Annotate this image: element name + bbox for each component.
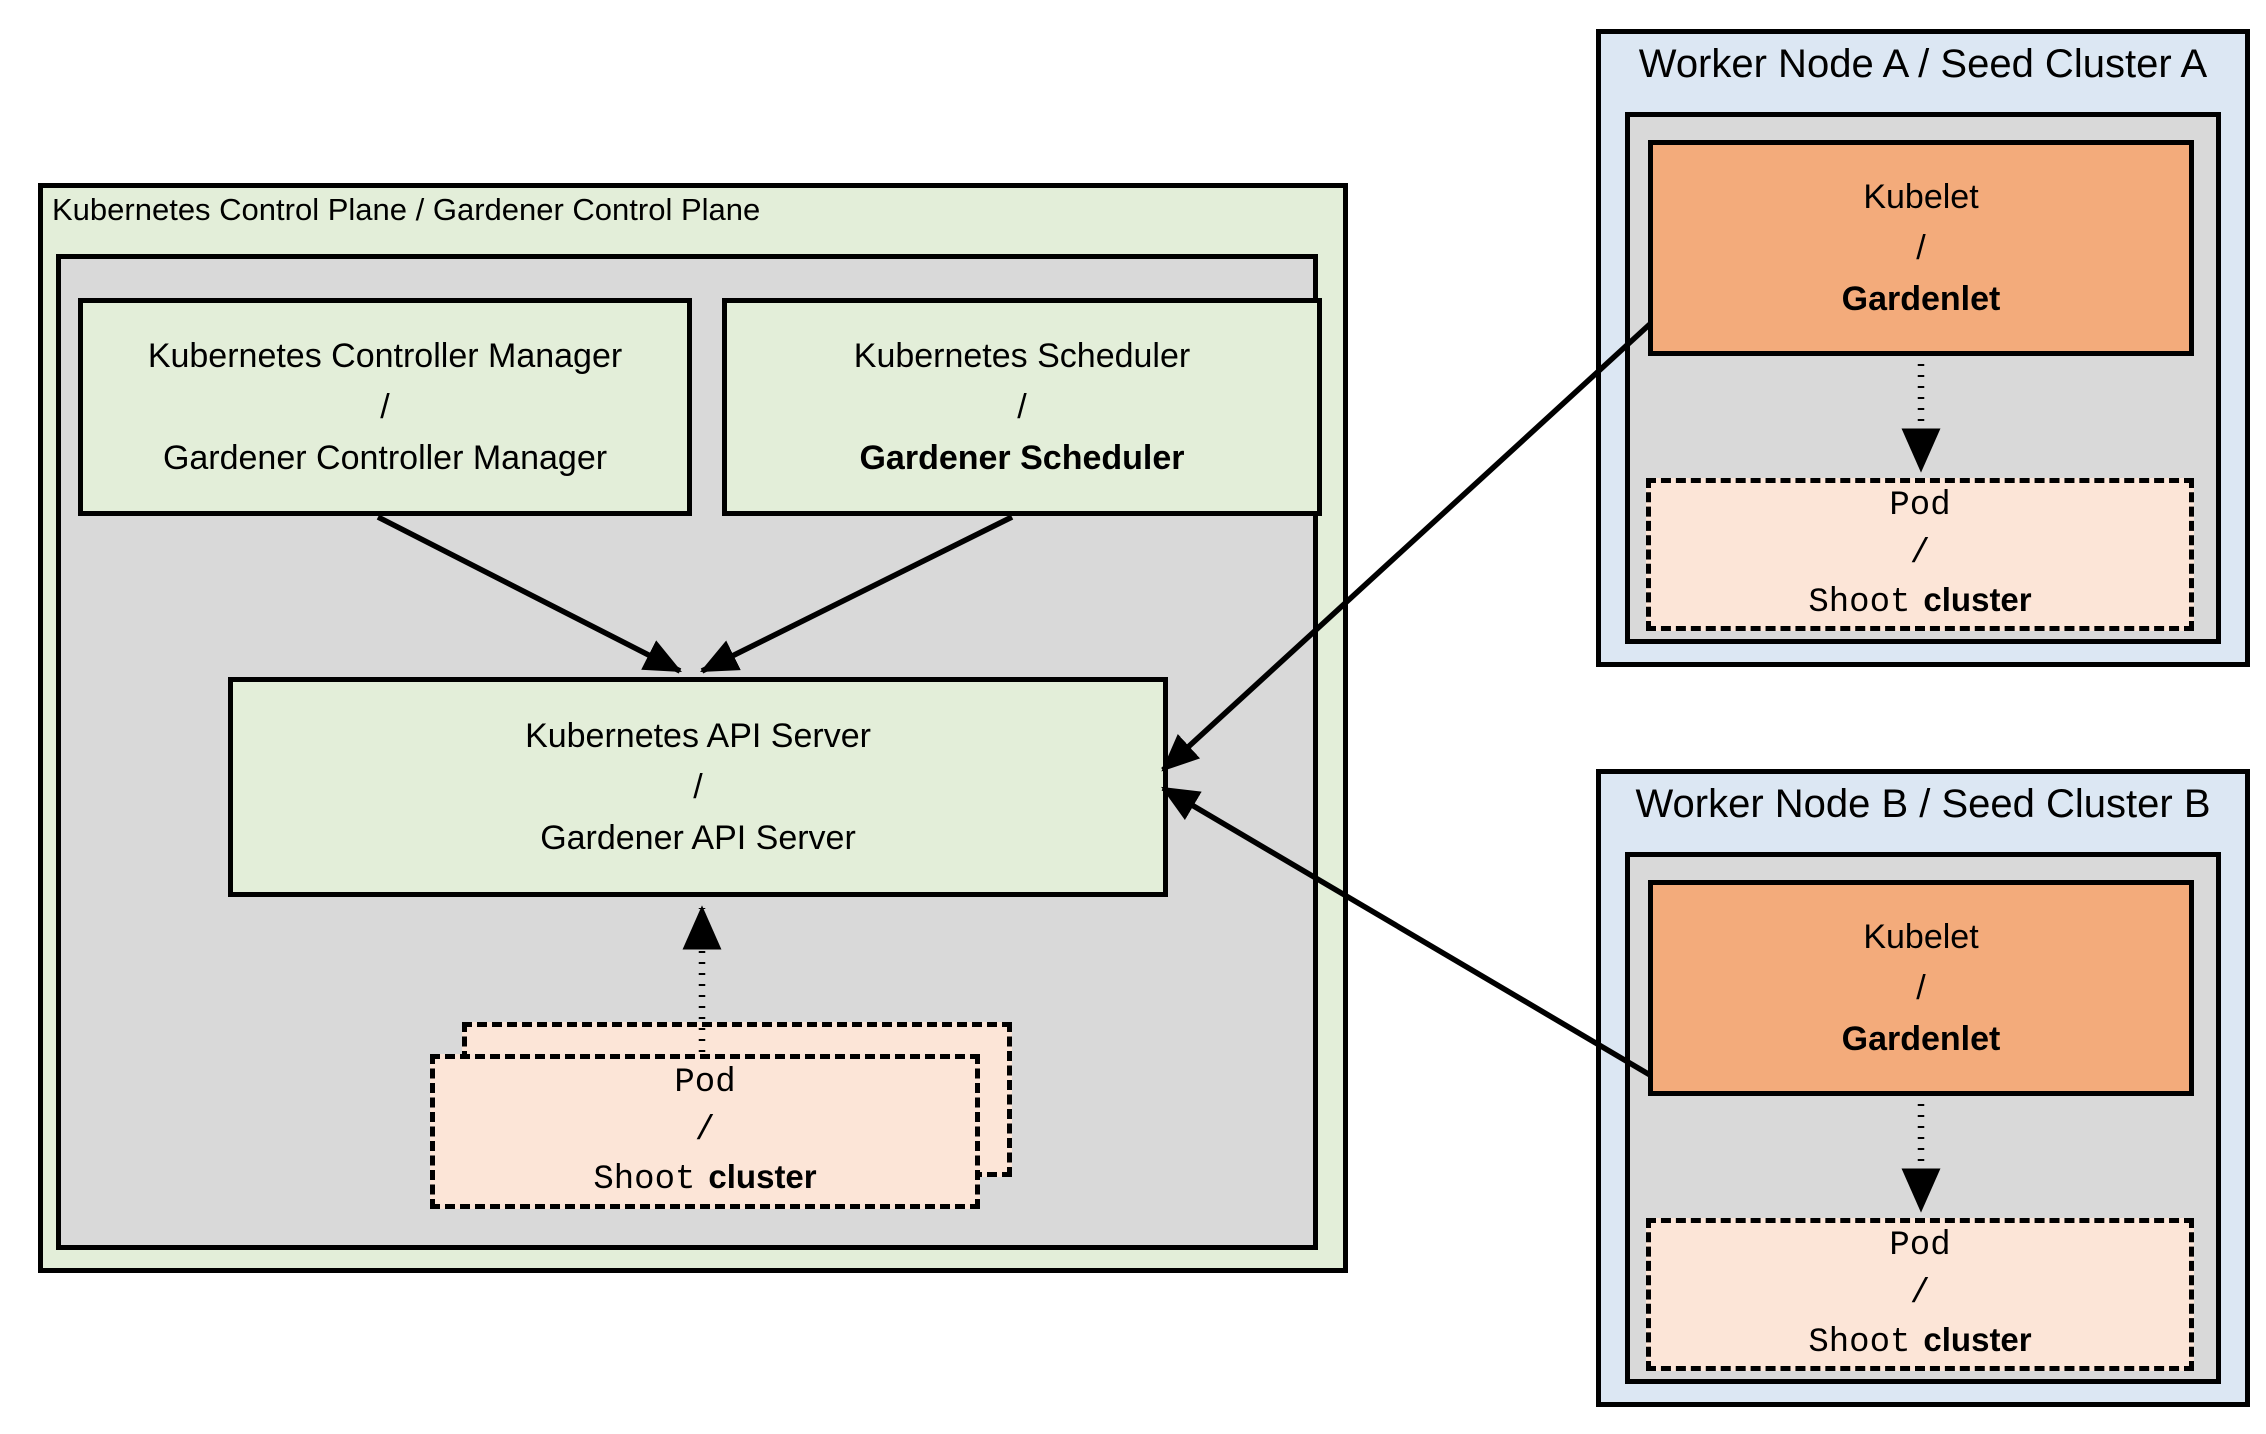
kubelet-a-label-top: Kubelet xyxy=(1863,177,1979,216)
api-server-label-bottom: Gardener API Server xyxy=(540,818,856,857)
kubelet-b-label-bottom: Gardenlet xyxy=(1841,1019,2001,1058)
pod-b-box: Pod / Shoot cluster xyxy=(1646,1218,2194,1371)
pod-stack-label-separator: / xyxy=(694,1112,716,1151)
pod-stack-front-box: Pod / Shoot cluster xyxy=(430,1054,980,1209)
pod-stack-label-bottom: Shoot cluster xyxy=(593,1156,816,1204)
pod-b-label-top: Pod xyxy=(1889,1227,1951,1266)
controller-manager-label-top: Kubernetes Controller Manager xyxy=(147,336,623,375)
pod-stack-label-shoot: Shoot xyxy=(593,1160,696,1199)
kubelet-b-label-top: Kubelet xyxy=(1863,917,1979,956)
api-server-box: Kubernetes API Server / Gardener API Ser… xyxy=(228,677,1168,897)
pod-a-label-separator: / xyxy=(1909,535,1931,574)
kubelet-b-label-separator: / xyxy=(1916,968,1926,1007)
scheduler-box: Kubernetes Scheduler / Gardener Schedule… xyxy=(722,298,1322,516)
kubelet-a-label-bottom: Gardenlet xyxy=(1841,279,2001,318)
kubelet-b-box: Kubelet / Gardenlet xyxy=(1648,880,2194,1096)
worker-node-b-title: Worker Node B / Seed Cluster B xyxy=(1635,782,2211,826)
pod-a-label-top: Pod xyxy=(1889,487,1951,526)
kubelet-a-label-separator: / xyxy=(1916,228,1926,267)
pod-b-label-bottom: Shoot cluster xyxy=(1808,1319,2031,1367)
pod-a-label-shoot: Shoot xyxy=(1808,583,1911,622)
pod-stack-label-top: Pod xyxy=(674,1064,736,1103)
controller-manager-label-bottom: Gardener Controller Manager xyxy=(162,438,608,477)
controller-manager-label-separator: / xyxy=(380,387,390,426)
pod-a-box: Pod / Shoot cluster xyxy=(1646,478,2194,631)
pod-b-label-shoot: Shoot xyxy=(1808,1323,1911,1362)
scheduler-label-separator: / xyxy=(1017,387,1027,426)
worker-node-a-title: Worker Node A / Seed Cluster A xyxy=(1638,42,2208,86)
pod-b-label-separator: / xyxy=(1909,1275,1931,1314)
scheduler-label-top: Kubernetes Scheduler xyxy=(853,336,1191,375)
pod-stack-label-cluster: cluster xyxy=(708,1157,817,1195)
api-server-label-top: Kubernetes API Server xyxy=(525,716,871,755)
kubelet-a-box: Kubelet / Gardenlet xyxy=(1648,140,2194,356)
pod-b-label-cluster: cluster xyxy=(1923,1320,2032,1358)
scheduler-label-bottom: Gardener Scheduler xyxy=(859,438,1185,477)
controller-manager-box: Kubernetes Controller Manager / Gardener… xyxy=(78,298,692,516)
control-plane-title: Kubernetes Control Plane / Gardener Cont… xyxy=(52,192,761,227)
api-server-label-separator: / xyxy=(693,767,703,806)
pod-a-label-bottom: Shoot cluster xyxy=(1808,579,2031,627)
pod-a-label-cluster: cluster xyxy=(1923,580,2032,618)
